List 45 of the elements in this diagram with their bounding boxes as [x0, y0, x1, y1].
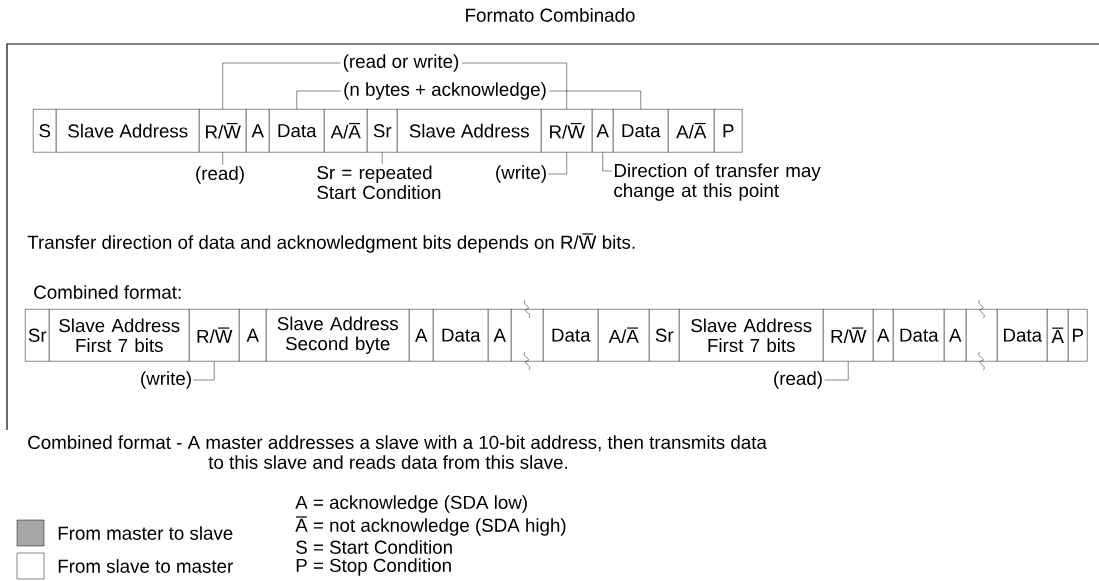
- edge-label: (n bytes + acknowledge): [340, 79, 550, 103]
- field-cell: A̅: [1047, 309, 1069, 362]
- annotation: (read): [774, 371, 822, 389]
- field-cell: Sr: [25, 309, 50, 362]
- definition: A = acknowledge (SDA low): [295, 495, 527, 513]
- legend-label: From slave to master: [58, 559, 233, 573]
- field-cell: P: [1068, 309, 1088, 362]
- definition: A̅ = not acknowledge (SDA high): [295, 516, 566, 536]
- edge-label: (read or write): [340, 51, 462, 75]
- description: Combined format - A master addresses a slave with a 10-bit address, then transmits data to this slave and reads data from this slave.: [28, 435, 767, 469]
- leader-line: [602, 152, 613, 172]
- gap-cell: [511, 309, 544, 362]
- field-cell: A/A̅: [324, 109, 368, 153]
- leader-line: [824, 361, 849, 381]
- annotation: Direction of transfer may change at this point: [614, 163, 821, 201]
- field-cell: R/W̅: [189, 309, 240, 362]
- field-cell: A: [488, 309, 512, 362]
- field-cell: A: [873, 309, 894, 362]
- field-cell: A: [944, 309, 967, 362]
- field-cell: A: [246, 109, 270, 153]
- field-cell: S: [33, 109, 57, 153]
- field-cell: A/A̅: [598, 309, 650, 362]
- field-cell: Data: [543, 309, 599, 362]
- field-cell: P: [714, 109, 743, 153]
- definition: P = Stop Condition: [296, 558, 451, 576]
- title: Formato Combinado: [466, 8, 635, 22]
- gap-cell: [966, 309, 998, 362]
- field-cell: A: [592, 109, 614, 153]
- leader-line: [548, 152, 567, 175]
- legend-label: From master to slave: [58, 526, 233, 540]
- annotation: Sr = repeated Start Condition: [317, 165, 441, 200]
- annotation: (write): [141, 371, 191, 389]
- field-cell: A: [409, 309, 434, 362]
- field-cell: A: [239, 309, 267, 362]
- annotation: (write): [496, 165, 546, 183]
- definition: S = Start Condition: [296, 540, 452, 554]
- note: Transfer direction of data and acknowledgment bits depends on R/W̅ bits.: [27, 233, 635, 253]
- heading: Combined format:: [34, 285, 181, 299]
- field-cell: Sr: [649, 309, 680, 362]
- field-cell: Sr: [367, 109, 398, 153]
- leader-line: [193, 361, 215, 381]
- leader-line: [222, 152, 223, 166]
- field-cell: A/A̅: [668, 109, 715, 153]
- annotation: (read): [196, 166, 244, 184]
- leader-line: [382, 152, 383, 165]
